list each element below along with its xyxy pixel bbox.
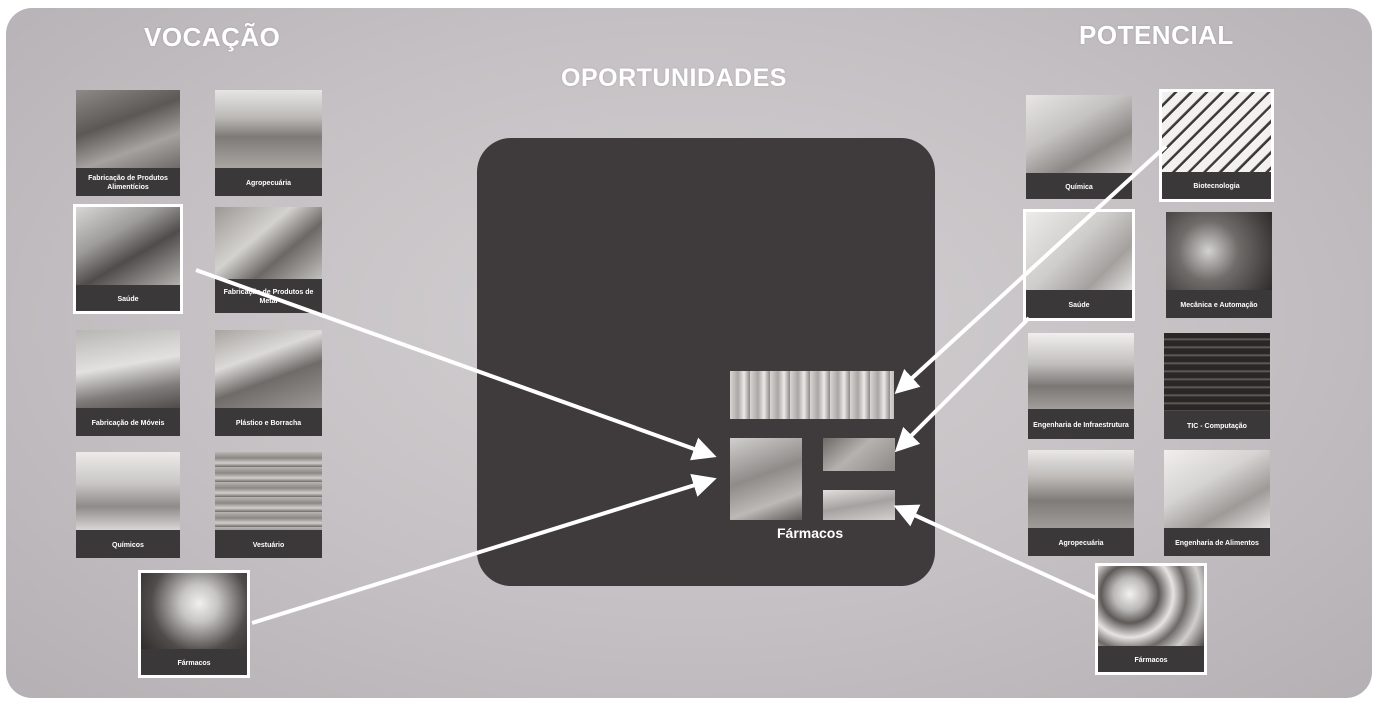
left-tile-label: Agropecuária — [245, 179, 292, 187]
dna-photo — [1162, 92, 1271, 172]
food-lab-photo — [1164, 450, 1270, 528]
right-tile-infrastructure: Engenharia de Infraestrutura — [1028, 333, 1134, 439]
heading-potencial: POTENCIAL — [1079, 20, 1234, 50]
right-tile-ict: TIC - Computação — [1164, 333, 1270, 439]
right-tile-label: Engenharia de Alimentos — [1175, 539, 1259, 547]
left-tile-label: Vestuário — [252, 541, 285, 549]
metal-photo — [215, 207, 322, 279]
pills-photo — [141, 573, 247, 649]
left-tile-plastic: Plástico e Borracha — [215, 330, 322, 436]
right-tile-food-engineering: Engenharia de Alimentos — [1164, 450, 1270, 556]
lab-photo — [1026, 95, 1132, 173]
plastic-photo — [215, 330, 322, 408]
heading-oportunidades: OPORTUNIDADES — [561, 64, 787, 92]
right-tile-label: Engenharia de Infraestrutura — [1033, 421, 1129, 429]
right-pharma-label: Fármacos — [1134, 656, 1168, 664]
arrow-health-to-pharma — [195, 268, 717, 461]
lab-flasks-photo — [76, 452, 180, 530]
right-tile-label: Química — [1065, 183, 1093, 191]
left-tile-label: Fabricação de Móveis — [91, 419, 165, 427]
code-photo — [1164, 333, 1270, 411]
right-tile-label: Agropecuária — [1058, 539, 1104, 547]
heading-vocacao: VOCAÇÃO — [144, 22, 281, 52]
right-pharma-tile-highlighted: Fármacos — [1095, 563, 1207, 675]
left-tile-clothes: Vestuário — [215, 452, 322, 558]
fields-photo — [215, 90, 322, 168]
pills-photo — [1098, 566, 1204, 646]
right-tile-label: Saúde — [1068, 301, 1090, 309]
left-pharma-tile-highlighted: Fármacos — [138, 570, 250, 678]
arrow-right-pharma-to-center — [893, 504, 1097, 600]
right-tile-label: Biotecnologia — [1193, 183, 1240, 190]
left-pharma-label: Fármacos — [177, 659, 211, 667]
pharma-worker-image — [823, 438, 895, 471]
right-tile-biotech-highlighted: Biotecnologia — [1159, 89, 1274, 202]
left-tile-food-industry: Fabricação de Produtos Alimentícios — [76, 90, 180, 196]
opportunities-box: Fármacos — [477, 138, 935, 586]
left-tile-label: Fabricação de Produtos Alimentícios — [88, 175, 168, 191]
pharma-lab-image — [730, 438, 802, 520]
machine-photo — [1166, 212, 1272, 290]
left-tile-label: Químicos — [112, 541, 144, 549]
pharma-pills-strip-image — [730, 371, 894, 419]
left-tile-chemicals: Químicos — [76, 452, 180, 558]
left-tile-health-highlighted: Saúde — [73, 204, 183, 314]
right-tile-mechanics: Mecânica e Automação — [1166, 212, 1272, 318]
left-tile-furniture: Fabricação de Móveis — [76, 330, 180, 436]
wheat-photo — [1028, 450, 1134, 528]
connection-arrows — [195, 144, 1168, 625]
left-tile-label: Fabricação de Produtos de Metal — [223, 289, 314, 305]
food-industry-photo — [76, 90, 180, 168]
construction-photo — [1028, 333, 1134, 409]
right-tile-chemistry: Química — [1026, 95, 1132, 199]
right-tile-agriculture: Agropecuária — [1028, 450, 1134, 556]
left-tile-fields: Agropecuária — [215, 90, 322, 196]
left-tile-label: Saúde — [117, 295, 139, 303]
right-tile-label: Mecânica e Automação — [1180, 301, 1258, 309]
arrow-left-pharma-to-center — [251, 473, 717, 625]
diagram-panel: VOCAÇÃO OPORTUNIDADES POTENCIAL Fabricaç… — [6, 8, 1372, 698]
pharma-capsules-image — [823, 490, 895, 520]
furniture-photo — [76, 330, 180, 408]
health-keyboard-photo — [76, 207, 180, 285]
left-tile-label: Plástico e Borracha — [235, 419, 302, 427]
clothes-photo — [215, 452, 322, 530]
right-tile-label: TIC - Computação — [1187, 422, 1247, 430]
center-pharma-label: Fármacos — [777, 525, 844, 541]
arrow-health-right-to-center — [894, 316, 1031, 453]
arrow-biotech-to-center — [894, 144, 1168, 395]
